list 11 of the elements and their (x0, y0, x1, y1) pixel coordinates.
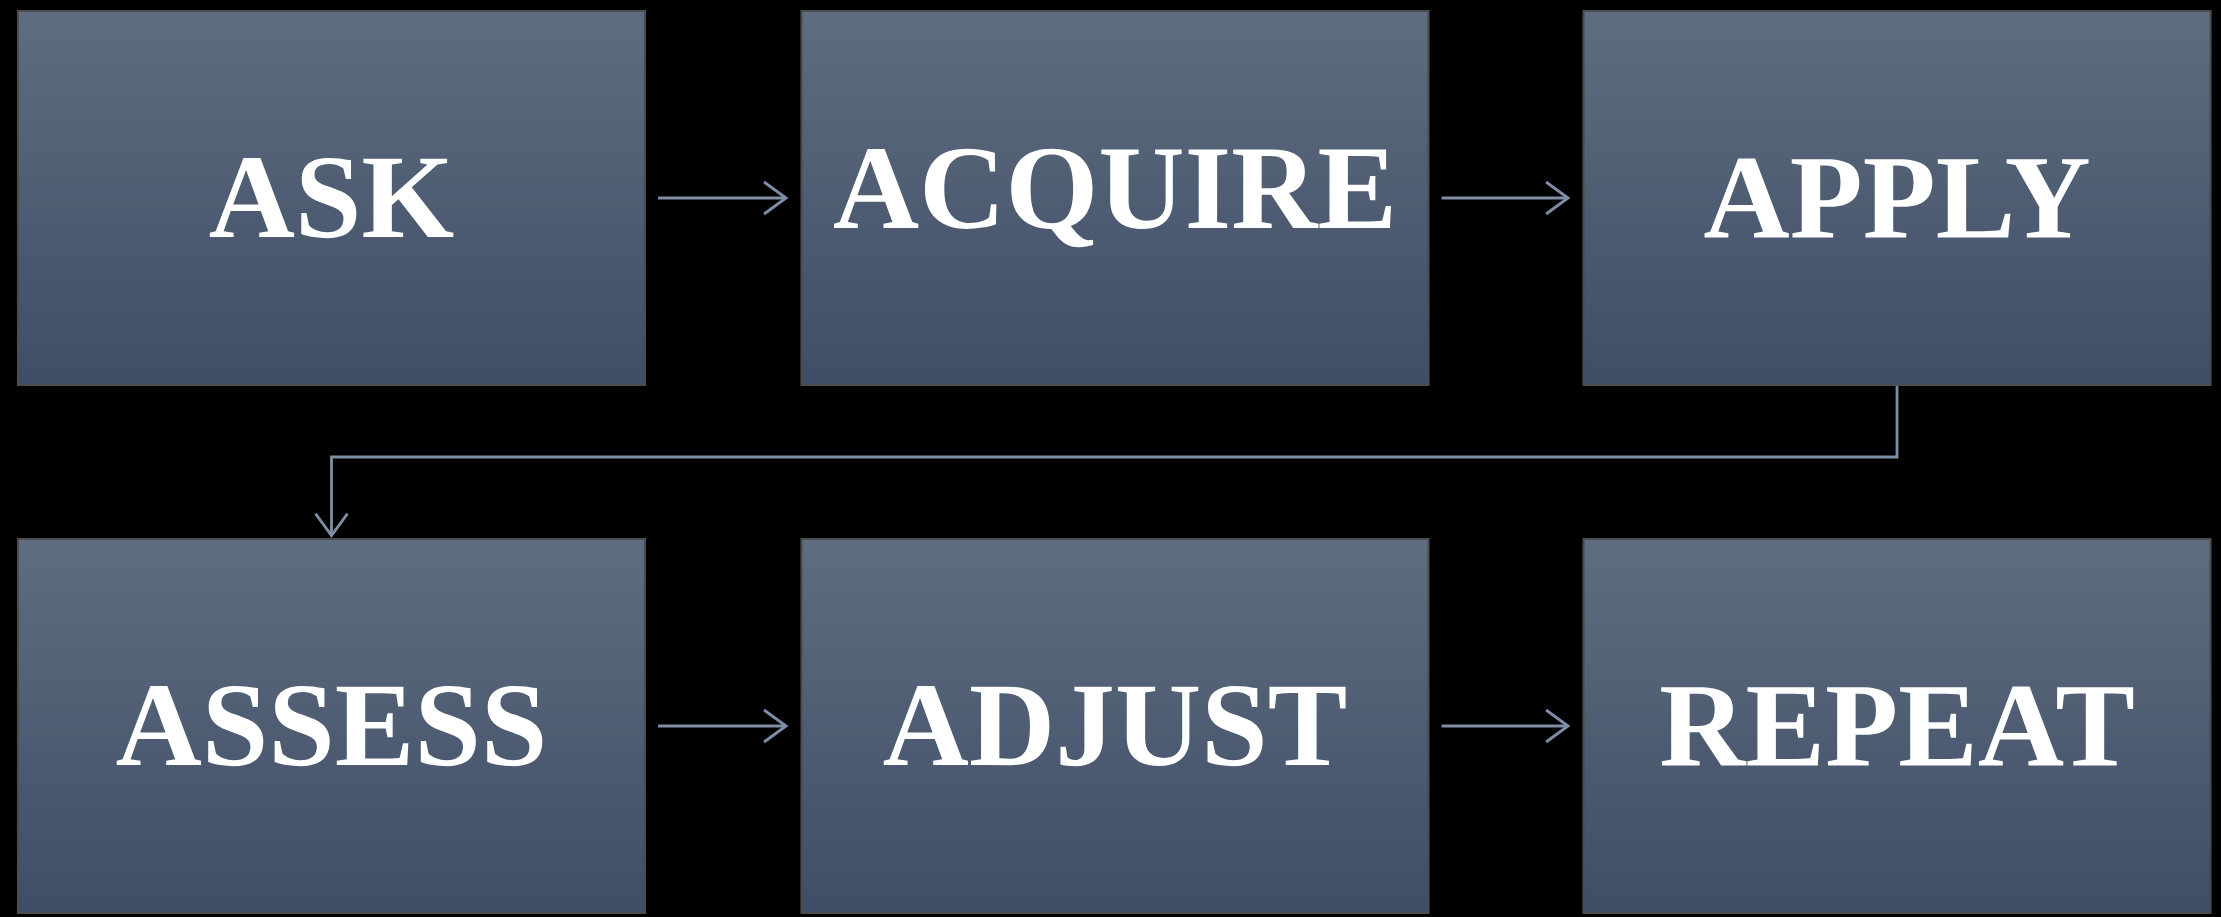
arrow (314, 386, 1899, 538)
process-box: ADJUST (800, 537, 1430, 915)
arrow (1441, 180, 1571, 216)
process-box: ASK (16, 9, 647, 387)
process-box: APPLY (1582, 9, 2212, 387)
arrow (658, 180, 789, 216)
arrow (658, 708, 789, 744)
process-box: ASSESS (16, 537, 647, 915)
process-box: ACQUIRE (800, 9, 1430, 387)
process-box: REPEAT (1582, 537, 2212, 915)
arrow (1441, 708, 1571, 744)
